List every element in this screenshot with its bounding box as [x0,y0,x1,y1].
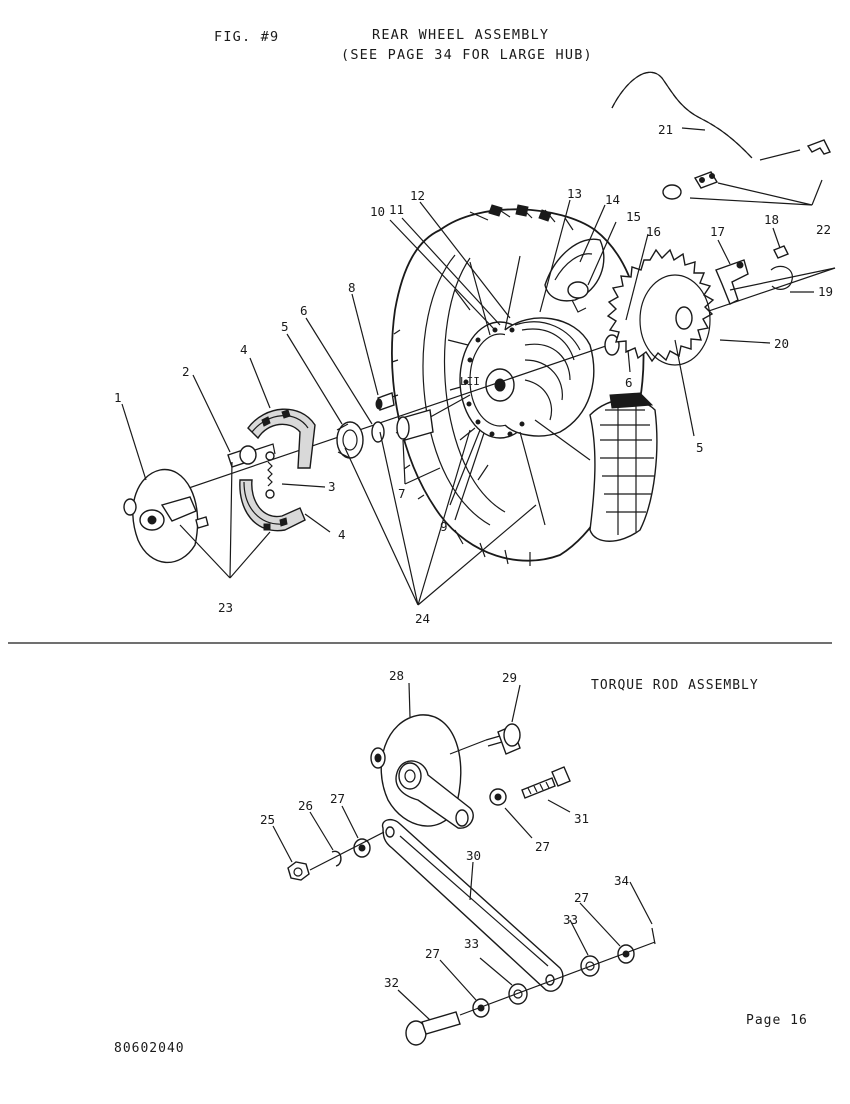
callout-12: 12 [410,188,425,203]
callout-1: 1 [114,390,122,405]
sprocket [606,248,715,366]
callout-6-left: 6 [300,303,308,318]
brake-backing-plate [123,468,209,564]
torque-callouts: 25 26 27 27 27 27 28 29 30 31 32 33 33 3… [260,668,629,990]
callout-32: 32 [384,975,399,990]
brake-cam [227,443,276,468]
chain-adjuster [715,245,836,305]
figure-number: FIG. #9 [214,29,280,45]
callout-34: 34 [614,873,629,888]
callout-4-lower: 4 [338,527,346,542]
callout-4-upper: 4 [240,342,248,357]
torque-leader-lines [272,682,653,1021]
callout-30: 30 [466,848,481,863]
callout-33-lower: 33 [464,936,479,951]
drive-chain [611,71,831,200]
inner-tube-section [544,238,605,313]
left-fastener-stack [287,831,385,881]
callout-23: 23 [218,600,233,615]
torque-rod-section-title: TORQUE ROD ASSEMBLY [591,678,759,693]
callout-20: 20 [774,336,789,351]
callout-13: 13 [567,186,582,201]
callout-31: 31 [574,811,589,826]
figure-title: REAR WHEEL ASSEMBLY [372,27,550,43]
callout-27-right: 27 [574,890,589,905]
callout-3: 3 [328,479,336,494]
wheel-leader-lines [121,127,823,606]
callout-28: 28 [389,668,404,683]
lower-fastener-stack [405,927,656,1046]
callout-33-right: 33 [563,912,578,927]
callout-21: 21 [658,122,673,137]
left-bearing-set [336,392,434,459]
callout-27-left: 27 [330,791,345,806]
axle-centerline [129,267,836,509]
callout-18: 18 [764,212,779,227]
figure-subtitle: (SEE PAGE 34 FOR LARGE HUB) [341,47,593,63]
page-number: Page 16 [746,1013,808,1028]
callout-26: 26 [298,798,313,813]
shoulder-bolt-29 [449,723,521,755]
callout-24: 24 [415,611,430,626]
bolt-31 [489,766,571,806]
callout-19: 19 [818,284,833,299]
callout-7: 7 [398,486,406,501]
wheel-hub: LII [424,255,595,526]
callout-5-right: 5 [696,440,704,455]
callout-8: 8 [348,280,356,295]
document-number: 80602040 [114,1041,185,1056]
torque-plate [370,714,474,829]
callout-10: 10 [370,204,385,219]
callout-16: 16 [646,224,661,239]
callout-25: 25 [260,812,275,827]
callout-11: 11 [389,202,404,217]
callout-29: 29 [502,670,517,685]
callout-6-right: 6 [625,375,633,390]
callout-27-bolt: 27 [535,839,550,854]
callout-17: 17 [710,224,725,239]
callout-2: 2 [182,364,190,379]
callout-15: 15 [626,209,641,224]
callout-22: 22 [816,222,831,237]
svg-text:LII: LII [460,375,480,388]
brake-shoes [239,408,316,532]
callout-14: 14 [605,192,620,207]
tire-cutaway [589,392,658,542]
callout-5-left: 5 [281,319,289,334]
callout-9: 9 [440,519,448,534]
wheel-callouts: 1 2 3 4 4 5 5 6 6 7 8 9 10 11 12 13 14 1… [114,122,833,626]
callout-27-lower: 27 [425,946,440,961]
